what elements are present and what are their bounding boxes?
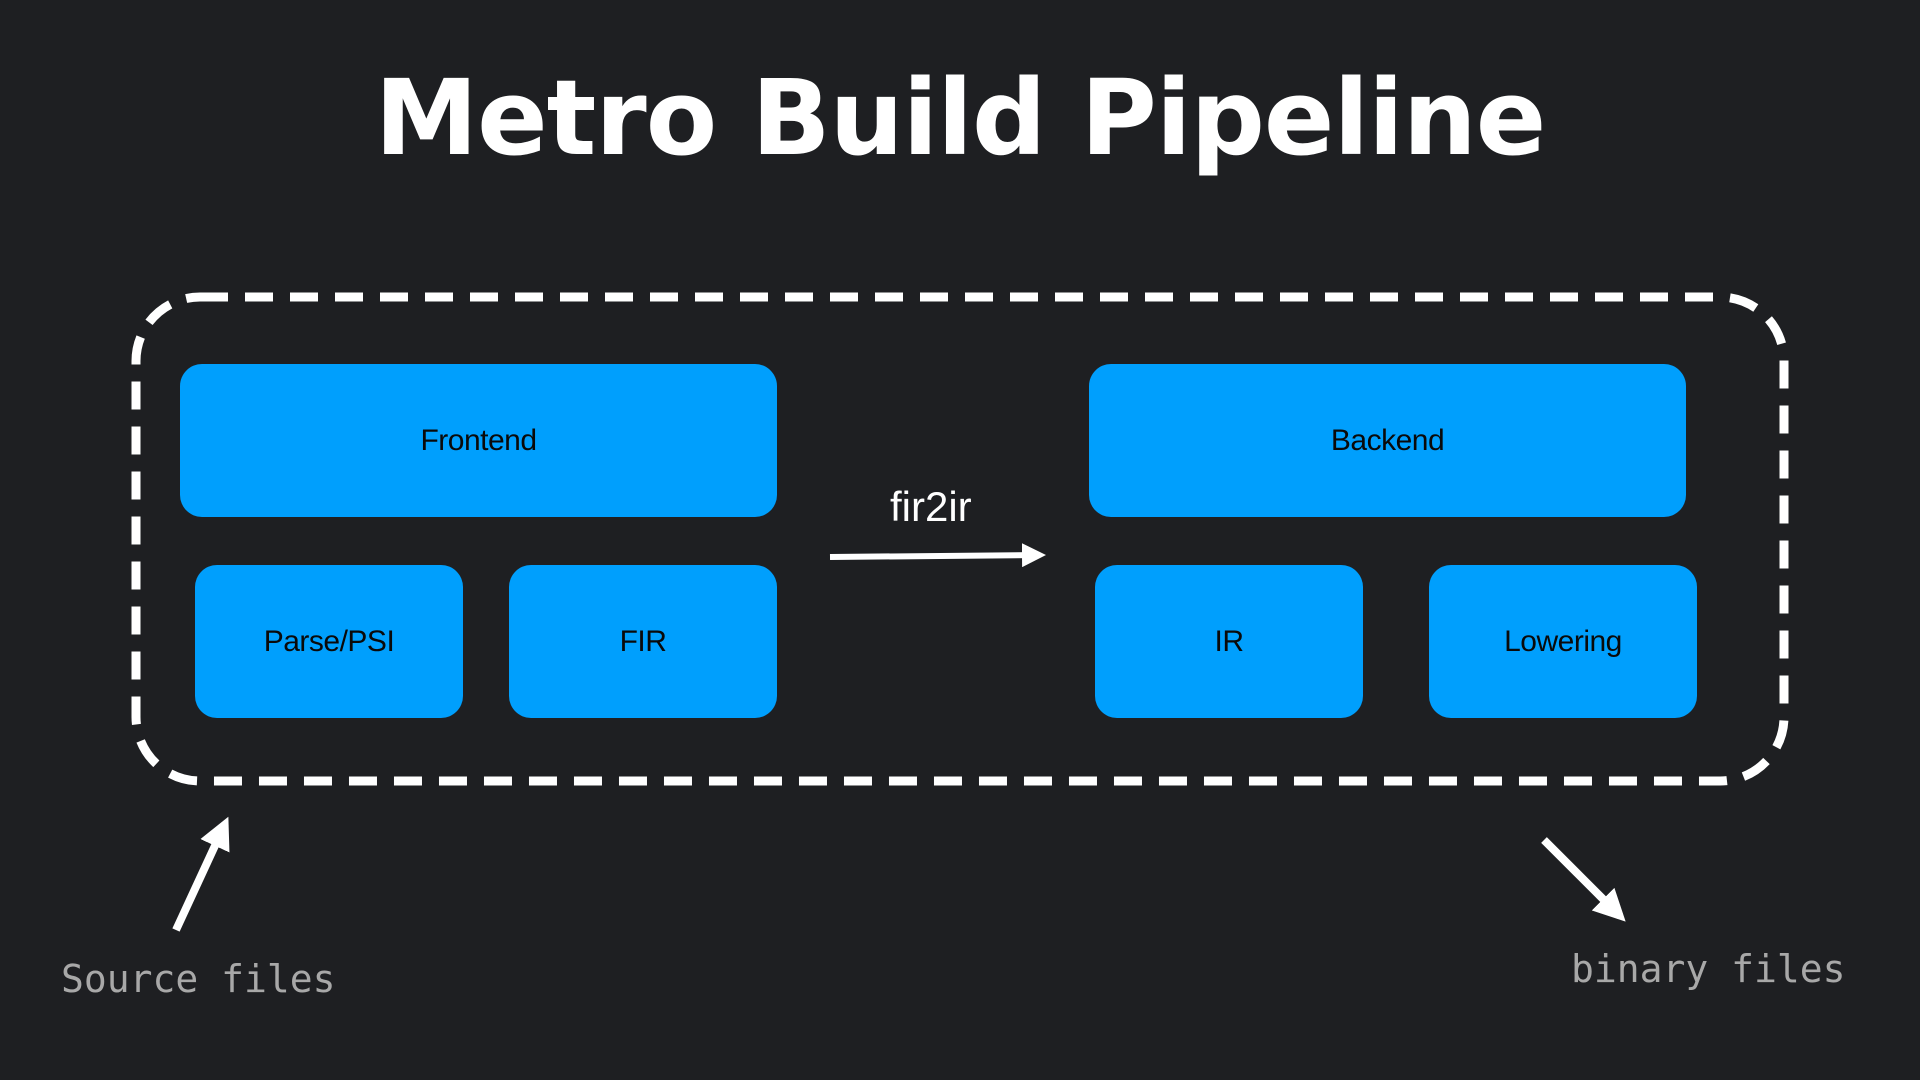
frontend-box: Frontend	[180, 364, 777, 517]
ir-label: IR	[1214, 624, 1245, 658]
frontend-label: Frontend	[420, 423, 537, 457]
fir2ir-label: fir2ir	[890, 483, 972, 530]
lowering-box: Lowering	[1429, 565, 1697, 718]
diagram-title: Metro Build Pipeline	[374, 57, 1547, 179]
lowering-label: Lowering	[1504, 624, 1622, 658]
binary-files-arrow	[1541, 837, 1626, 922]
parse-psi-box: Parse/PSI	[195, 565, 463, 718]
ir-box: IR	[1095, 565, 1363, 718]
source-files-arrow	[172, 816, 230, 932]
fir-label: FIR	[619, 624, 667, 658]
backend-box: Backend	[1089, 364, 1686, 517]
compiler-boundary	[131, 292, 1789, 786]
fir-box: FIR	[509, 565, 777, 718]
fir2ir-arrow	[829, 543, 1046, 568]
backend-label: Backend	[1330, 423, 1445, 457]
source-files-label: Source files	[61, 957, 336, 1001]
binary-files-label: binary files	[1571, 947, 1846, 991]
parse-psi-label: Parse/PSI	[263, 624, 395, 658]
